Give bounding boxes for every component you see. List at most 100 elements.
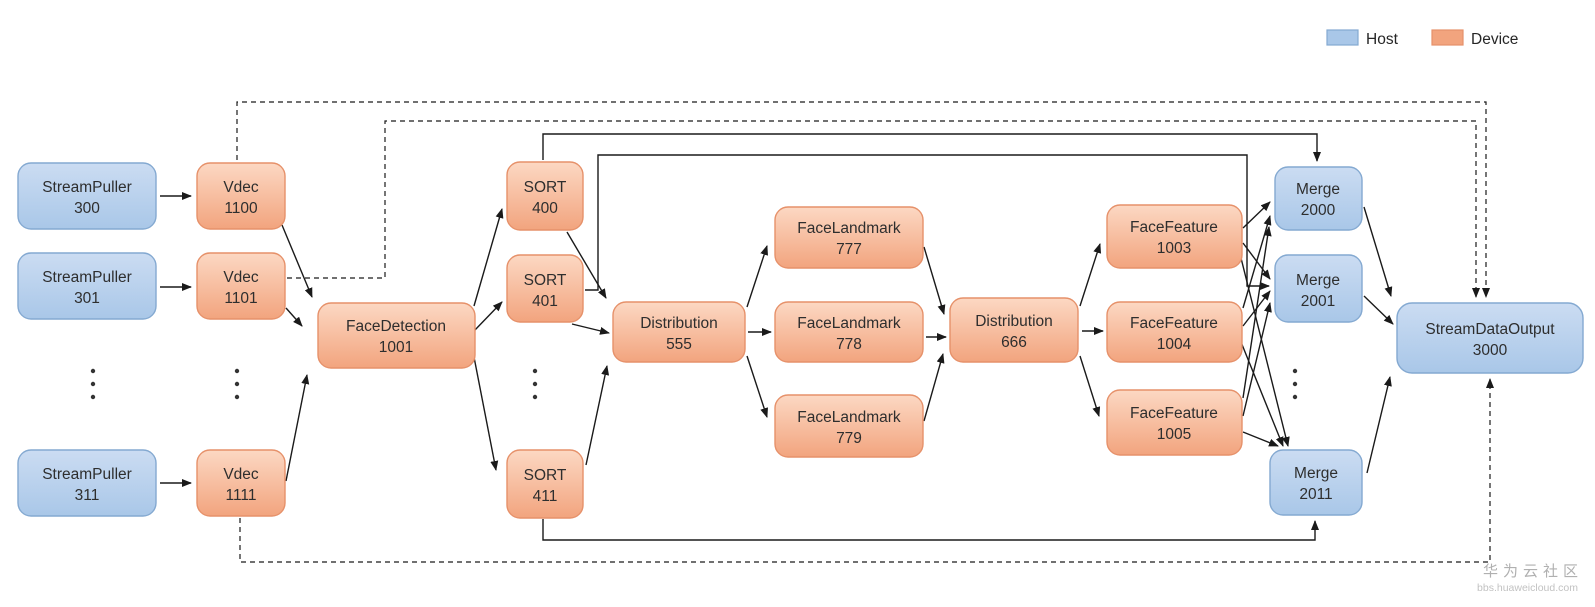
edge-fd1001-sort411 [473, 356, 499, 471]
edge-vdec1111-fd1001 [285, 374, 310, 482]
node-name: Vdec [223, 179, 259, 196]
edge-merge2011-sdo3000 [1366, 376, 1392, 474]
node-name: FaceLandmark [797, 315, 901, 332]
node-id: 1100 [224, 200, 258, 217]
node-vdec-1101: Vdec 1101 [196, 252, 286, 320]
node-id: 1001 [379, 339, 413, 356]
ellipsis-vdec [234, 368, 240, 400]
watermark: 华为云社区 bbs.huaweicloud.com [1477, 563, 1583, 594]
node-facelandmark-779: FaceLandmark 779 [774, 394, 924, 458]
node-name: StreamPuller [42, 466, 132, 483]
node-sort-411: SORT 411 [506, 449, 584, 519]
node-facefeature-1005: FaceFeature 1005 [1106, 389, 1243, 456]
edge-dist555-fl777 [746, 245, 768, 308]
edge-sort400-merge2000 [542, 133, 1321, 162]
node-name: FaceLandmark [797, 409, 901, 426]
node-name: FaceLandmark [797, 220, 901, 237]
node-facelandmark-777: FaceLandmark 777 [774, 206, 924, 269]
edge-vdec1111-sdo3000-dashed [239, 378, 1494, 563]
node-facedetection-1001: FaceDetection 1001 [317, 302, 476, 369]
edge-vdec1100-sdo3000-dashed [236, 101, 1490, 298]
node-name: FaceFeature [1130, 315, 1218, 332]
node-sort-401: SORT 401 [506, 254, 584, 323]
edge-dist666-ff1005 [1079, 355, 1101, 417]
node-id: 300 [74, 200, 100, 217]
node-name: Vdec [223, 269, 259, 286]
node-id: 3000 [1473, 342, 1508, 359]
edge-vdec1101-fd1001 [285, 307, 303, 327]
node-id: 1111 [225, 487, 256, 504]
edge-sort400-dist555 [566, 231, 607, 299]
node-id: 2011 [1299, 486, 1332, 503]
ellipsis-streampuller [90, 368, 96, 400]
edge-merge2000-sdo3000 [1363, 206, 1393, 297]
node-name: SORT [524, 179, 567, 196]
node-id: 311 [75, 487, 100, 504]
node-id: 555 [666, 336, 692, 353]
node-vdec-1111: Vdec 1111 [196, 449, 286, 517]
node-facefeature-1004: FaceFeature 1004 [1106, 301, 1243, 363]
node-merge-2000: Merge 2000 [1274, 166, 1363, 231]
node-name: FaceFeature [1130, 405, 1218, 422]
node-streamdataoutput-3000: StreamDataOutput 3000 [1396, 302, 1584, 374]
node-name: Merge [1296, 272, 1340, 289]
node-distribution-555: Distribution 555 [612, 301, 746, 363]
edge-ff1005-merge2011 [1242, 431, 1279, 447]
edge-merge2001-sdo3000 [1363, 295, 1394, 325]
legend-host-swatch [1326, 29, 1359, 46]
node-name: SORT [524, 272, 567, 289]
node-facelandmark-778: FaceLandmark 778 [774, 301, 924, 363]
node-facefeature-1003: FaceFeature 1003 [1106, 204, 1243, 269]
edge-fd1001-sort400 [473, 208, 504, 307]
node-name: FaceDetection [346, 318, 446, 335]
edge-sort401-dist555 [571, 323, 610, 335]
node-id: 1003 [1157, 240, 1191, 257]
edges [160, 101, 1494, 563]
edge-vdec1100-fd1001 [281, 224, 313, 298]
ellipsis-sort [532, 368, 538, 400]
node-name: Merge [1294, 465, 1338, 482]
watermark-url: bbs.huaweicloud.com [1477, 582, 1578, 594]
node-name: Merge [1296, 181, 1340, 198]
node-streampuller-300: StreamPuller 300 [17, 162, 157, 230]
node-id: 1004 [1157, 336, 1192, 353]
edge-ff1004-merge2011 [1240, 341, 1284, 447]
edge-sort411-dist555 [585, 365, 610, 466]
edge-fd1001-sort401 [473, 301, 503, 332]
node-id: 779 [836, 430, 862, 447]
node-id: 401 [532, 293, 558, 310]
legend-device-swatch [1431, 29, 1464, 46]
node-id: 666 [1001, 334, 1027, 351]
node-name: StreamPuller [42, 269, 132, 286]
node-id: 2001 [1301, 293, 1335, 310]
node-id: 400 [532, 200, 558, 217]
node-merge-2001: Merge 2001 [1274, 254, 1363, 323]
edge-ff1005-merge2001 [1242, 302, 1272, 417]
node-name: Vdec [223, 466, 259, 483]
node-id: 2000 [1301, 202, 1336, 219]
node-streampuller-301: StreamPuller 301 [17, 252, 157, 320]
legend: Host Device [1326, 29, 1518, 48]
edge-dist555-fl779 [746, 355, 768, 418]
node-id: 411 [533, 488, 558, 505]
node-sort-400: SORT 400 [506, 161, 584, 231]
node-name: Distribution [640, 315, 718, 332]
node-id: 1005 [1157, 426, 1191, 443]
ellipsis-merge [1292, 368, 1298, 400]
node-name: Distribution [975, 313, 1053, 330]
node-merge-2011: Merge 2011 [1269, 449, 1363, 516]
edge-vdec1101-sdo3000-dashed [287, 120, 1480, 298]
node-distribution-666: Distribution 666 [949, 297, 1079, 363]
node-name: StreamDataOutput [1425, 321, 1555, 338]
node-id: 301 [74, 290, 100, 307]
node-id: 778 [836, 336, 862, 353]
node-id: 1101 [224, 290, 257, 307]
edge-fl779-dist666 [923, 353, 945, 422]
watermark-title: 华为云社区 [1483, 563, 1583, 580]
node-streampuller-311: StreamPuller 311 [17, 449, 157, 517]
edge-ff1003-merge2000 [1242, 201, 1271, 229]
edge-sort411-merge2011 [542, 519, 1319, 541]
edge-sort401-merge2001 [585, 154, 1270, 291]
edge-dist666-ff1003 [1079, 243, 1102, 307]
